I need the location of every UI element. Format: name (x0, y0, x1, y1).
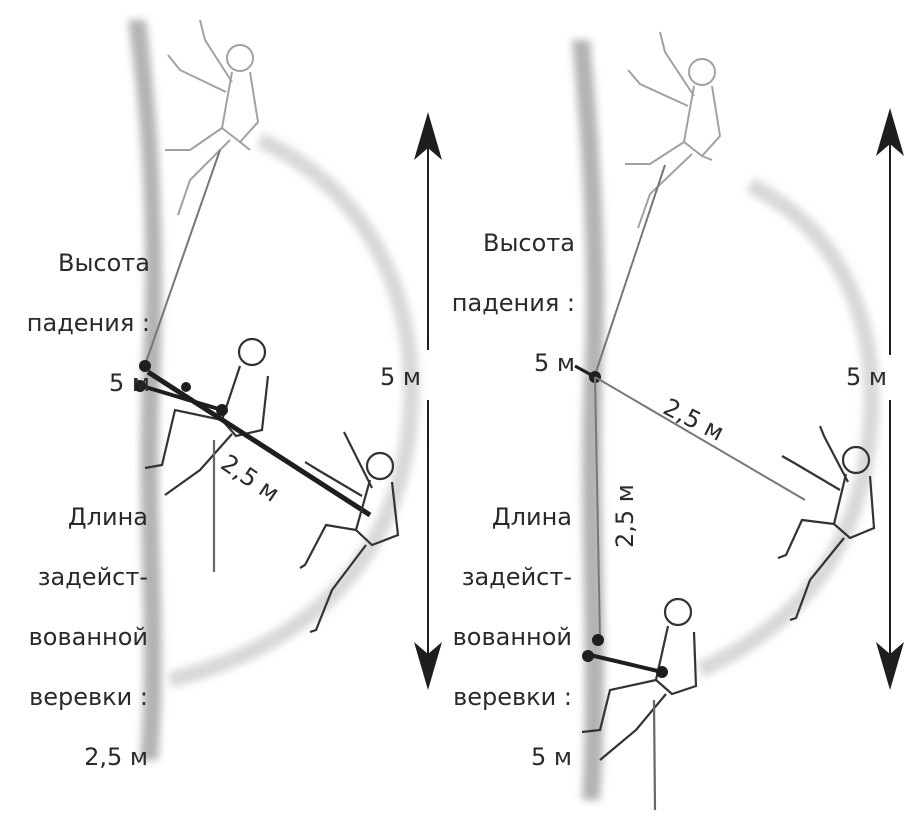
anchor-bolt-low-1 (592, 634, 604, 646)
rock-wall (128, 20, 163, 760)
fall-path-line (144, 149, 221, 366)
anchor-bolt-upper (139, 360, 151, 372)
fall-height-label-left: Высота падения : 5 м (20, 218, 150, 428)
fall-height-line-1: Высота (58, 249, 150, 277)
rope-vertical (594, 376, 601, 641)
fall-height-label-right: Высота падения : 5 м (450, 198, 575, 408)
rock-wall (572, 40, 605, 800)
rope-length-label-right: Длина задейст- вованной веревки : 5 м (450, 472, 572, 802)
belay-device-dot (216, 404, 228, 416)
belay-device-dot (656, 666, 668, 678)
height-dimension-arrow (876, 108, 904, 690)
left-panel-drawing (128, 19, 442, 760)
rope-length-line-5: 5 м (530, 743, 572, 771)
vertical-dimension-label-left: 5 м (380, 363, 422, 391)
vertical-dimension-label-right: 5 м (846, 363, 888, 391)
anchor-bolt-lower (134, 380, 146, 392)
rope-length-line-4: веревки : (453, 683, 572, 711)
rope-length-line-3: вованной (452, 623, 572, 651)
fall-height-line-1: Высота (483, 229, 575, 257)
rope-length-line-4: веревки : (29, 683, 148, 711)
rope-length-line-3: вованной (28, 623, 148, 651)
belayer-figure (144, 337, 270, 572)
fall-height-line-2: падения : (451, 289, 575, 317)
swing-arc (696, 177, 880, 678)
swing-arc (168, 132, 420, 688)
rope-belay-line (589, 653, 663, 674)
rope-length-label-left: Длина задейст- вованной веревки : 2,5 м (0, 472, 148, 802)
fall-height-line-3: 5 м (108, 369, 150, 397)
fall-path-line (594, 164, 666, 376)
rope-length-line-1: Длина (67, 503, 148, 531)
climber-fallen (777, 425, 876, 622)
rope-diagonal (594, 376, 806, 501)
climber-upper (165, 19, 260, 216)
segment-vertical-label-right: 2,5 м (611, 484, 639, 548)
rope-belay-line (141, 384, 223, 412)
rope-length-line-2: задейст- (461, 563, 572, 591)
rope-length-line-5: 2,5 м (84, 743, 148, 771)
climber-upper (625, 31, 722, 229)
right-panel-drawing (572, 31, 904, 811)
rope-length-line-2: задейст- (37, 563, 148, 591)
anchor-bolt-low-2 (582, 650, 594, 662)
anchor-sling (574, 364, 596, 379)
climber-fallen (299, 431, 400, 634)
belayer-figure (581, 597, 698, 811)
fall-height-line-3: 5 м (533, 349, 575, 377)
rope-length-line-1: Длина (491, 503, 572, 531)
right-panel: Высота падения : 5 м Длина задейст- вова… (450, 0, 905, 822)
fall-height-line-2: падения : (26, 309, 150, 337)
left-panel: Высота падения : 5 м Длина задейст- вова… (0, 0, 450, 822)
height-dimension-arrow (414, 112, 442, 690)
rope-knot-dot (181, 382, 191, 392)
rope-segment (146, 369, 372, 518)
